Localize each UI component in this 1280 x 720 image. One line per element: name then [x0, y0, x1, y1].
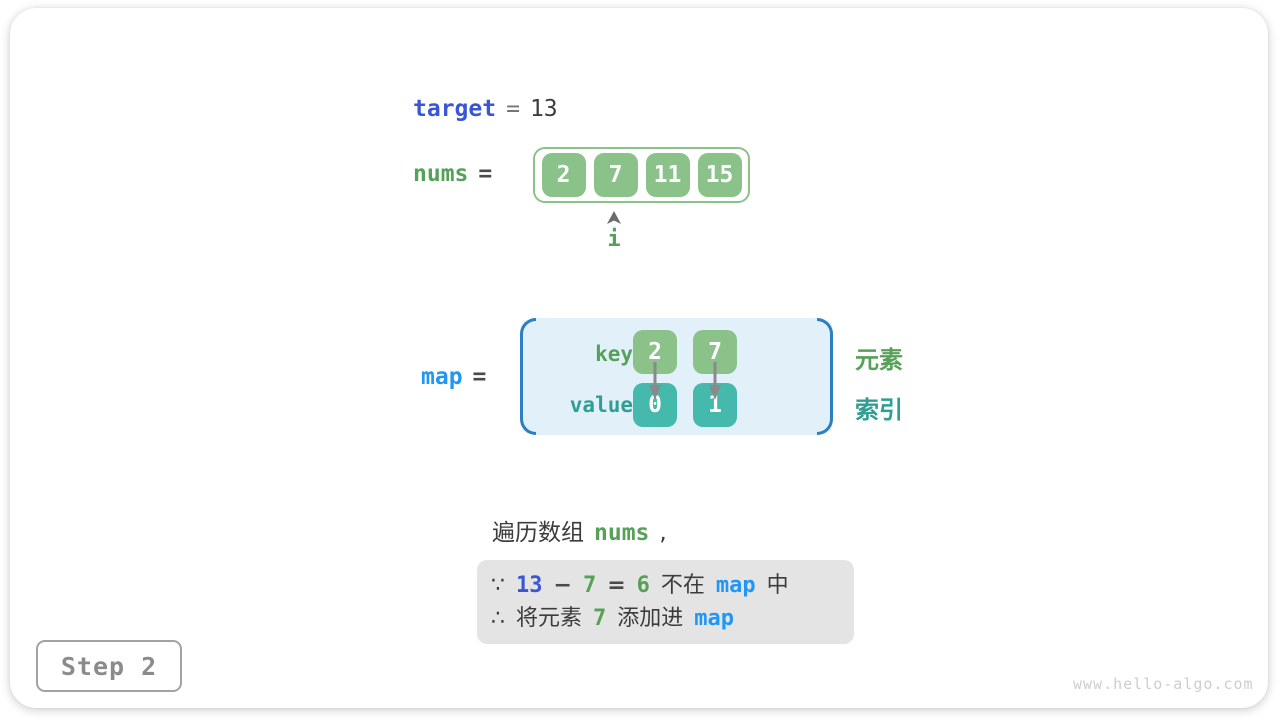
map-right-bracket	[817, 318, 833, 435]
note-map-code: map	[715, 573, 756, 598]
nums-equals: =	[478, 161, 493, 187]
note-line-1: ∵ 13−7 = 6 不在 map 中	[491, 569, 854, 602]
target-value: 13	[529, 96, 558, 122]
note-text: 将元素	[516, 606, 583, 631]
index-label: 索引	[855, 396, 903, 424]
map-equals: =	[472, 364, 487, 390]
map-row: map =	[421, 364, 496, 390]
nums-row: nums =	[413, 161, 502, 187]
element-label: 元素	[855, 346, 903, 374]
array-cell: 2	[541, 153, 586, 197]
therefore-symbol: ∴	[491, 606, 505, 631]
map-label: map	[421, 364, 463, 390]
because-symbol: ∵	[491, 573, 505, 598]
target-label: target	[413, 96, 497, 122]
note-text: 添加进	[617, 606, 684, 631]
map-value-label: value	[569, 393, 633, 417]
step-badge: Step 2	[36, 640, 182, 692]
index-pointer-arrow-icon	[607, 211, 621, 224]
note-element-value: 7	[593, 606, 607, 631]
key-value-arrow-icon	[709, 362, 721, 400]
caption-comma: ,	[659, 520, 667, 546]
map-value-cell: 0	[633, 383, 677, 427]
nums-label: nums	[413, 161, 469, 187]
note-text: 中	[766, 573, 789, 598]
note-element-value: 7	[582, 573, 597, 598]
nums-array: 2 7 11 15	[533, 147, 750, 203]
caption-text: 遍历数组	[492, 520, 584, 546]
note-map-code: map	[694, 606, 735, 631]
array-cell: 7	[593, 153, 638, 197]
note-line-2: ∴ 将元素 7 添加进 map	[491, 602, 854, 635]
array-cell: 15	[697, 153, 742, 197]
target-equals: =	[506, 96, 520, 122]
minus-sign: −	[553, 573, 572, 598]
map-key-label: key	[595, 342, 633, 366]
watermark: www.hello-algo.com	[1073, 675, 1254, 693]
note-target-value: 13	[516, 573, 543, 598]
index-pointer-label: i	[607, 227, 621, 252]
note-complement-value: 6	[636, 573, 650, 598]
caption-code: nums	[594, 520, 650, 546]
equals-sign: =	[607, 573, 626, 598]
key-value-arrow-icon	[649, 362, 661, 400]
note-text: 不在	[660, 573, 705, 598]
map-left-bracket	[520, 318, 536, 435]
caption: 遍历数组 nums,	[492, 513, 667, 547]
target-row: target = 13	[413, 96, 558, 122]
array-cell: 11	[645, 153, 690, 197]
